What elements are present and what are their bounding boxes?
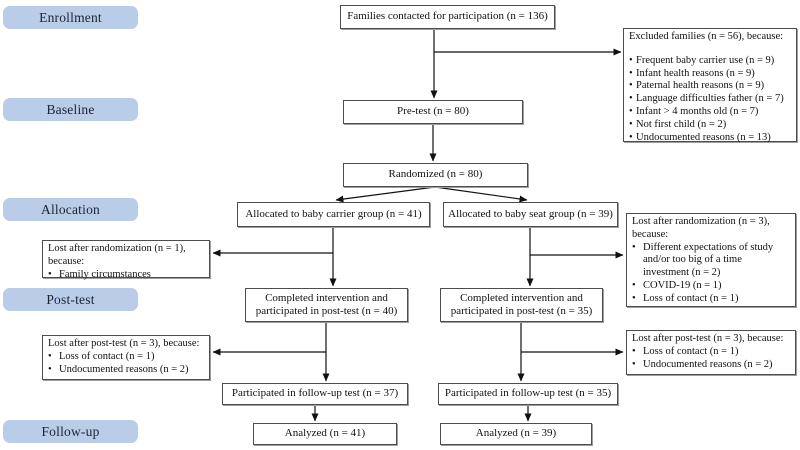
lost-posttest-seat-list: • Loss of contact (n = 1) • Undocumented re…: [632, 346, 790, 372]
lost-posttest-carrier-list: • Loss of contact (n = 1) • Undocumented re…: [48, 351, 204, 377]
list-item: •Frequent baby carrier use (n = 9): [629, 55, 791, 68]
list-item-text: Undocumented reasons (n = 13): [636, 131, 771, 143]
list-item: • Loss of contact (n = 1): [48, 351, 204, 364]
lost-posttest-carrier-title: Lost after post-test (n = 3), because:: [48, 338, 200, 349]
bullet: •: [632, 292, 636, 304]
bullet: •: [48, 268, 52, 280]
bullet: •: [629, 80, 633, 92]
lost-randomization-carrier-title: Lost after randomization (n = 1), becaus…: [48, 243, 186, 267]
bullet: •: [632, 279, 636, 291]
stage-label-post-test: Post-test: [3, 288, 138, 311]
list-item: • Loss of contact (n = 1): [632, 293, 790, 306]
list-item-text: COVID-19 (n = 1): [643, 279, 722, 291]
list-item: •Infant > 4 months old (n = 7): [629, 106, 791, 119]
bullet: •: [629, 54, 633, 66]
list-item: • COVID-19 (n = 1): [632, 280, 790, 293]
box-allocated-baby-seat: Allocated to baby seat group (n = 39): [443, 202, 618, 227]
box-analyzed-carrier: Analyzed (n = 41): [253, 423, 397, 445]
bullet: •: [629, 131, 633, 143]
list-item-text: Undocumented reasons (n = 2): [59, 363, 189, 375]
box-pre-test: Pre-test (n = 80): [343, 100, 523, 124]
list-item: • Loss of contact (n = 1): [632, 346, 790, 359]
excluded-reasons-list: •Frequent baby carrier use (n = 9)•Infan…: [629, 55, 791, 145]
lost-randomization-seat-list: • Different expectations of study and/or …: [632, 242, 790, 306]
list-item: • Family circumstances: [48, 269, 204, 282]
lost-randomization-seat-title: Lost after randomization (n = 3), becaus…: [632, 216, 770, 240]
list-item: • Undocumented reasons (n = 2): [48, 364, 204, 377]
list-item-text: Undocumented reasons (n = 2): [643, 358, 773, 370]
box-excluded-families: Excluded families (n = 56), because: •Fr…: [623, 28, 797, 145]
bullet: •: [632, 241, 636, 253]
stage-label-allocation: Allocation: [3, 198, 138, 221]
box-followup-seat: Participated in follow-up test (n = 35): [438, 383, 618, 405]
list-item-text: Loss of contact (n = 1): [643, 292, 739, 304]
box-completed-carrier: Completed intervention and participated …: [245, 288, 408, 322]
excluded-title: Excluded families (n = 56), because:: [629, 31, 784, 42]
list-item: •Undocumented reasons (n = 13): [629, 132, 791, 145]
box-lost-randomization-seat: Lost after randomization (n = 3), becaus…: [626, 213, 796, 307]
box-lost-randomization-carrier: Lost after randomization (n = 1), becaus…: [42, 240, 210, 280]
stage-label-follow-up: Follow-up: [3, 420, 138, 443]
stage-label-enrollment: Enrollment: [3, 6, 138, 29]
box-lost-posttest-carrier: Lost after post-test (n = 3), because: •…: [42, 335, 210, 380]
list-item-text: Different expectations of study and/or t…: [643, 241, 774, 279]
spacer: [629, 44, 791, 55]
list-item-text: Frequent baby carrier use (n = 9): [636, 54, 775, 66]
box-followup-carrier: Participated in follow-up test (n = 37): [222, 383, 408, 405]
list-item-text: Infant > 4 months old (n = 7): [636, 105, 759, 117]
list-item: •Paternal health reasons (n = 9): [629, 80, 791, 93]
box-allocated-baby-carrier: Allocated to baby carrier group (n = 41): [237, 202, 430, 227]
bullet: •: [629, 118, 633, 130]
list-item-text: Family circumstances: [59, 268, 151, 280]
bullet: •: [629, 67, 633, 79]
list-item: • Different expectations of study and/or …: [632, 242, 790, 280]
bullet: •: [632, 345, 636, 357]
bullet: •: [629, 105, 633, 117]
box-completed-seat: Completed intervention and participated …: [440, 288, 603, 322]
list-item: •Infant health reasons (n = 9): [629, 68, 791, 81]
list-item: •Not first child (n = 2): [629, 119, 791, 132]
list-item-text: Language difficulties father (n = 7): [636, 93, 784, 105]
list-item-text: Not first child (n = 2): [636, 118, 727, 130]
box-lost-posttest-seat: Lost after post-test (n = 3), because: •…: [626, 330, 796, 375]
bullet: •: [632, 358, 636, 370]
list-item-text: Loss of contact (n = 1): [59, 350, 155, 362]
bullet: •: [48, 350, 52, 362]
box-families-contacted: Families contacted for participation (n …: [340, 5, 555, 29]
lost-randomization-carrier-list: • Family circumstances: [48, 269, 204, 282]
bullet: •: [48, 363, 52, 375]
list-item-text: Loss of contact (n = 1): [643, 345, 739, 357]
list-item: •Language difficulties father (n = 7): [629, 93, 791, 106]
list-item: • Undocumented reasons (n = 2): [632, 359, 790, 372]
list-item-text: Infant health reasons (n = 9): [636, 67, 755, 79]
stage-label-baseline: Baseline: [3, 98, 138, 121]
list-item-text: Paternal health reasons (n = 9): [636, 80, 765, 92]
lost-posttest-seat-title: Lost after post-test (n = 3), because:: [632, 333, 784, 344]
bullet: •: [629, 93, 633, 105]
box-randomized: Randomized (n = 80): [343, 163, 528, 187]
box-analyzed-seat: Analyzed (n = 39): [440, 423, 592, 445]
